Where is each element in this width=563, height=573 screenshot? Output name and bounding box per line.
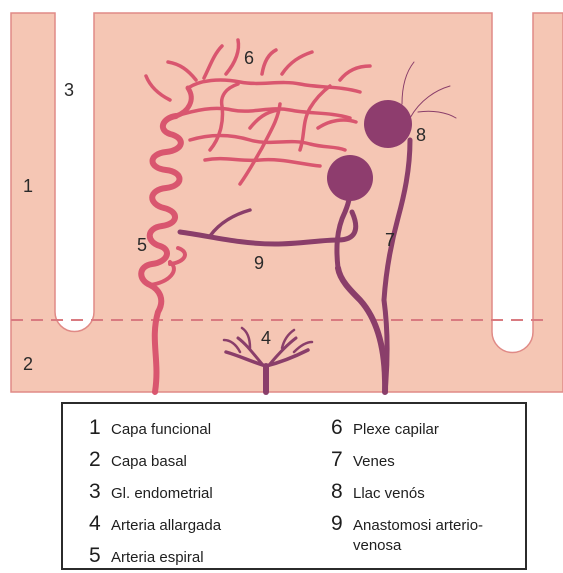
label-5: 5 [137,235,147,255]
venous-lake-lower [327,155,373,201]
legend-number: 8 [331,480,353,504]
legend-box: 1 Capa funcional 2 Capa basal 3 Gl. endo… [61,402,527,570]
label-1: 1 [23,176,33,196]
legend-number: 6 [331,416,353,440]
legend-text: Llac venós [353,484,425,504]
label-4: 4 [261,328,271,348]
legend-number: 7 [331,448,353,472]
legend-item-6: 6 Plexe capilar [331,416,439,440]
legend-text: Anastomosi arterio-venosa [353,516,513,555]
legend-text: Capa basal [111,452,187,472]
legend-item-5: 5 Arteria espiral [89,544,204,568]
legend-item-2: 2 Capa basal [89,448,187,472]
label-2: 2 [23,354,33,374]
legend-item-3: 3 Gl. endometrial [89,480,213,504]
legend-text: Plexe capilar [353,420,439,440]
legend-number: 3 [89,480,111,504]
legend-number: 2 [89,448,111,472]
legend-item-1: 1 Capa funcional [89,416,211,440]
legend-item-4: 4 Arteria allargada [89,512,221,536]
legend-text: Arteria espiral [111,548,204,568]
label-8: 8 [416,125,426,145]
legend-number: 9 [331,512,353,536]
legend-number: 1 [89,416,111,440]
legend-number: 4 [89,512,111,536]
label-9: 9 [254,253,264,273]
label-6: 6 [244,48,254,68]
legend-text: Capa funcional [111,420,211,440]
legend-number: 5 [89,544,111,568]
legend-item-7: 7 Venes [331,448,395,472]
legend-item-8: 8 Llac venós [331,480,425,504]
venous-lake-upper [364,100,412,148]
endometrium-diagram: 1 2 3 4 5 6 7 8 9 [0,0,563,400]
legend-text: Gl. endometrial [111,484,213,504]
label-7: 7 [385,230,395,250]
legend-text: Arteria allargada [111,516,221,536]
legend-text: Venes [353,452,395,472]
label-3: 3 [64,80,74,100]
legend-item-9: 9 Anastomosi arterio-venosa [331,512,513,555]
